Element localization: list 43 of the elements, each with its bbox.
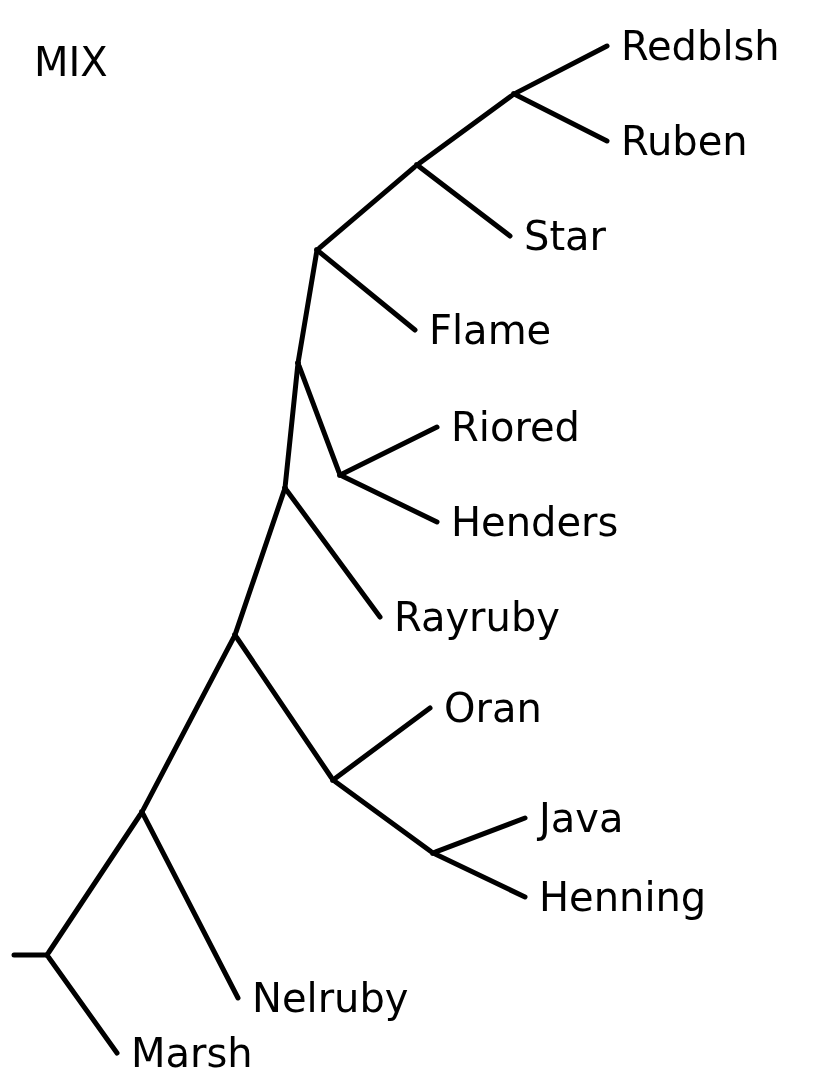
tree-branch (140, 635, 237, 812)
taxon-label: Oran (430, 688, 542, 728)
branch-point (414, 162, 420, 168)
tree-branch (316, 164, 418, 251)
branch-point (44, 952, 50, 958)
tree-branch (46, 812, 143, 955)
tree-branch (234, 635, 334, 780)
taxon-label: Star (510, 216, 607, 256)
tree-branch (282, 363, 301, 488)
branch-point (139, 809, 145, 815)
taxon-label: Marsh (117, 1033, 253, 1072)
tree-branch (233, 488, 287, 635)
branch-point (282, 485, 288, 491)
tree-branch (140, 812, 241, 1001)
tree-branch (514, 43, 610, 96)
tree-branch (416, 93, 515, 166)
tree-branch (11, 952, 47, 958)
branch-point (330, 777, 336, 783)
taxon-label: Riored (437, 407, 580, 447)
taxon-label: Ruben (607, 121, 748, 161)
branch-point (295, 360, 301, 366)
tree-branch (514, 92, 610, 144)
tree-branch (332, 705, 433, 781)
diagram-title: MIX (34, 42, 108, 82)
tree-branch (316, 249, 418, 333)
tree-branch (296, 363, 342, 475)
tree-branch (296, 250, 319, 363)
tree-branch (332, 779, 434, 854)
tree-branch (340, 424, 440, 477)
taxon-label: Henders (437, 502, 619, 542)
tree-branch (416, 164, 513, 239)
taxon-label: Redblsh (607, 26, 780, 66)
branch-point (314, 247, 320, 253)
tree-branch (46, 954, 120, 1056)
branch-point (511, 91, 517, 97)
tree-branch (284, 487, 383, 620)
branch-point (337, 472, 343, 478)
tree-branch (340, 473, 440, 525)
branch-point (430, 850, 436, 856)
tree-branch (433, 815, 528, 855)
branch-point (232, 632, 238, 638)
taxon-label: Flame (415, 310, 552, 350)
tree-branch (433, 851, 528, 900)
